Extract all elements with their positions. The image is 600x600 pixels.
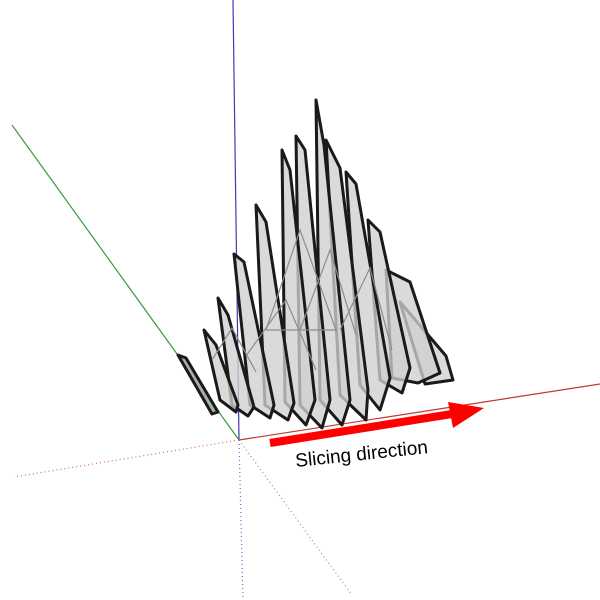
slice-2[interactable] [202,328,240,414]
sliced-pyramid-model[interactable] [176,98,455,430]
slicing-direction-arrow-shaft [269,410,453,447]
x-axis-negative [13,439,240,478]
z-axis-negative [238,439,244,600]
x-axis-positive [238,383,600,441]
interior-edges [211,228,393,373]
slicing-direction-arrow-head [448,402,484,428]
slicing-direction-label: Slicing direction [294,437,429,472]
slice-1-end[interactable] [176,353,220,416]
